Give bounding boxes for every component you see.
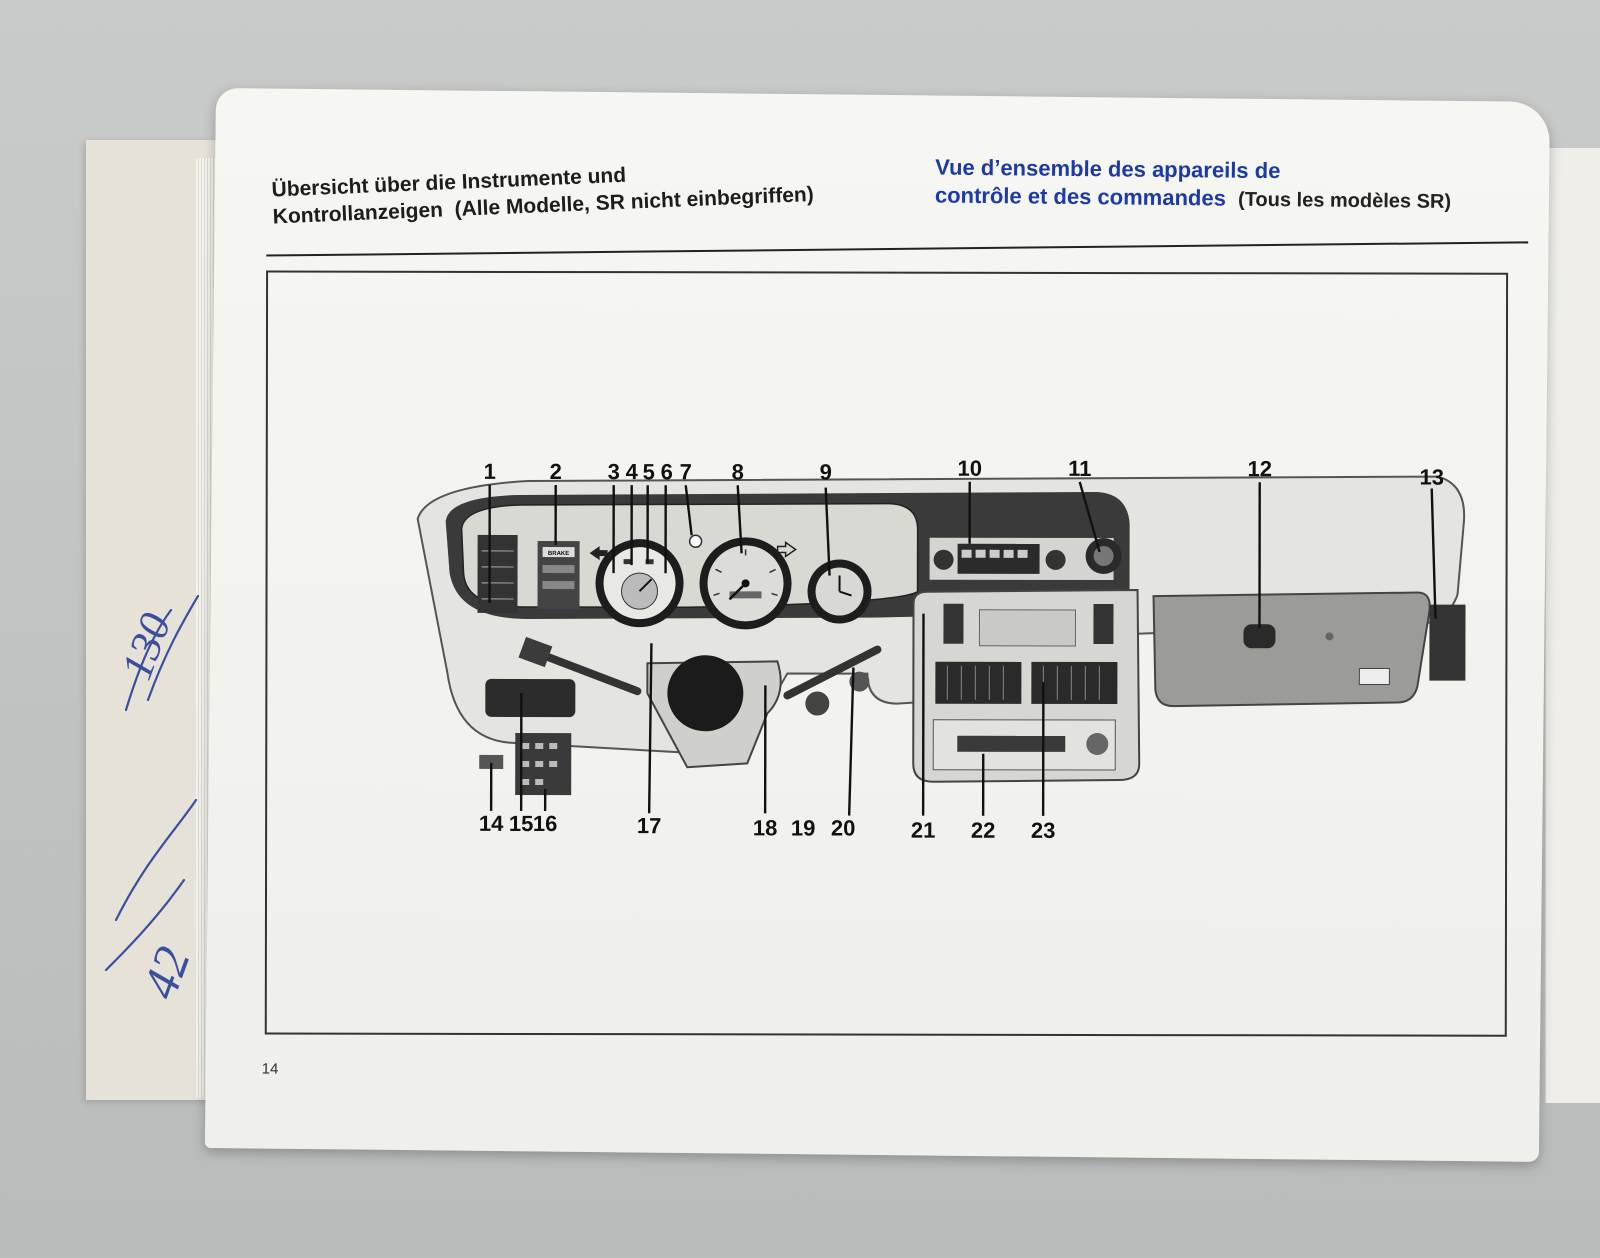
- dashboard-diagram: BRAKE: [416, 456, 1466, 843]
- french-title: Vue d’ensemble des appareils de contrôle…: [935, 154, 1536, 217]
- callout-9: 9: [820, 460, 832, 485]
- steering-hub: [667, 655, 744, 732]
- switch-row: [957, 543, 1040, 574]
- handwritten-note-top: 130: [112, 607, 181, 686]
- left-stalk: [533, 649, 642, 696]
- callout-5: 5: [643, 459, 655, 484]
- callout-6: 6: [661, 459, 673, 484]
- facing-page-edge: [1545, 148, 1600, 1103]
- right-turn-arrow-icon: [776, 540, 797, 558]
- german-title: Übersicht über die Instrumente und Kontr…: [271, 151, 893, 231]
- left-turn-arrow-icon: [589, 546, 608, 561]
- callout-3: 3: [608, 459, 620, 484]
- callout-19: 19: [791, 815, 816, 840]
- glove-box-lock: [1243, 624, 1276, 649]
- german-title-line2: Kontrollanzeigen: [272, 198, 444, 229]
- callout-23: 23: [1031, 818, 1056, 843]
- callout-15: 15: [509, 811, 534, 836]
- handwritten-notes: 130 42: [104, 594, 201, 1006]
- page-number: 14: [261, 1060, 279, 1078]
- callout-1: 1: [484, 459, 496, 484]
- brake-warning-label: BRAKE: [548, 551, 569, 557]
- callout-22: 22: [971, 818, 996, 843]
- title-rule: [266, 241, 1529, 257]
- callout-14: 14: [479, 811, 504, 836]
- left-air-vent: [477, 534, 518, 613]
- diagram-frame: BRAKE: [264, 270, 1509, 1037]
- hood-release: [479, 754, 504, 769]
- callout-20: 20: [831, 816, 856, 841]
- callout-16: 16: [533, 811, 558, 836]
- callout-4: 4: [626, 459, 639, 484]
- center-vent-left: [935, 661, 1022, 704]
- center-vent-right: [1031, 661, 1118, 705]
- handwritten-note-bottom: 42: [131, 939, 201, 1005]
- right-air-vent: [1429, 604, 1466, 681]
- dashboard-illustration: BRAKE: [416, 475, 1466, 796]
- callout-18: 18: [753, 815, 778, 840]
- callout-lines: [488, 481, 1437, 816]
- french-title-line2: contrôle et des commandes: [934, 182, 1227, 211]
- ignition-switch: [805, 691, 830, 716]
- callout-11: 11: [1068, 456, 1091, 481]
- french-title-note: (Tous les modèles SR): [1237, 188, 1452, 213]
- callout-17: 17: [637, 813, 662, 838]
- callout-10: 10: [957, 456, 982, 481]
- callout-13: 13: [1419, 465, 1444, 490]
- callout-12: 12: [1247, 456, 1272, 481]
- manual-page: Übersicht über die Instrumente und Kontr…: [204, 88, 1550, 1162]
- callout-8: 8: [732, 459, 744, 484]
- callout-21: 21: [911, 818, 936, 843]
- callout-2: 2: [550, 459, 562, 484]
- callout-7: 7: [680, 459, 692, 484]
- right-stalk: [783, 645, 882, 700]
- indicator-light: [688, 534, 703, 549]
- warning-light-panel: [537, 541, 580, 610]
